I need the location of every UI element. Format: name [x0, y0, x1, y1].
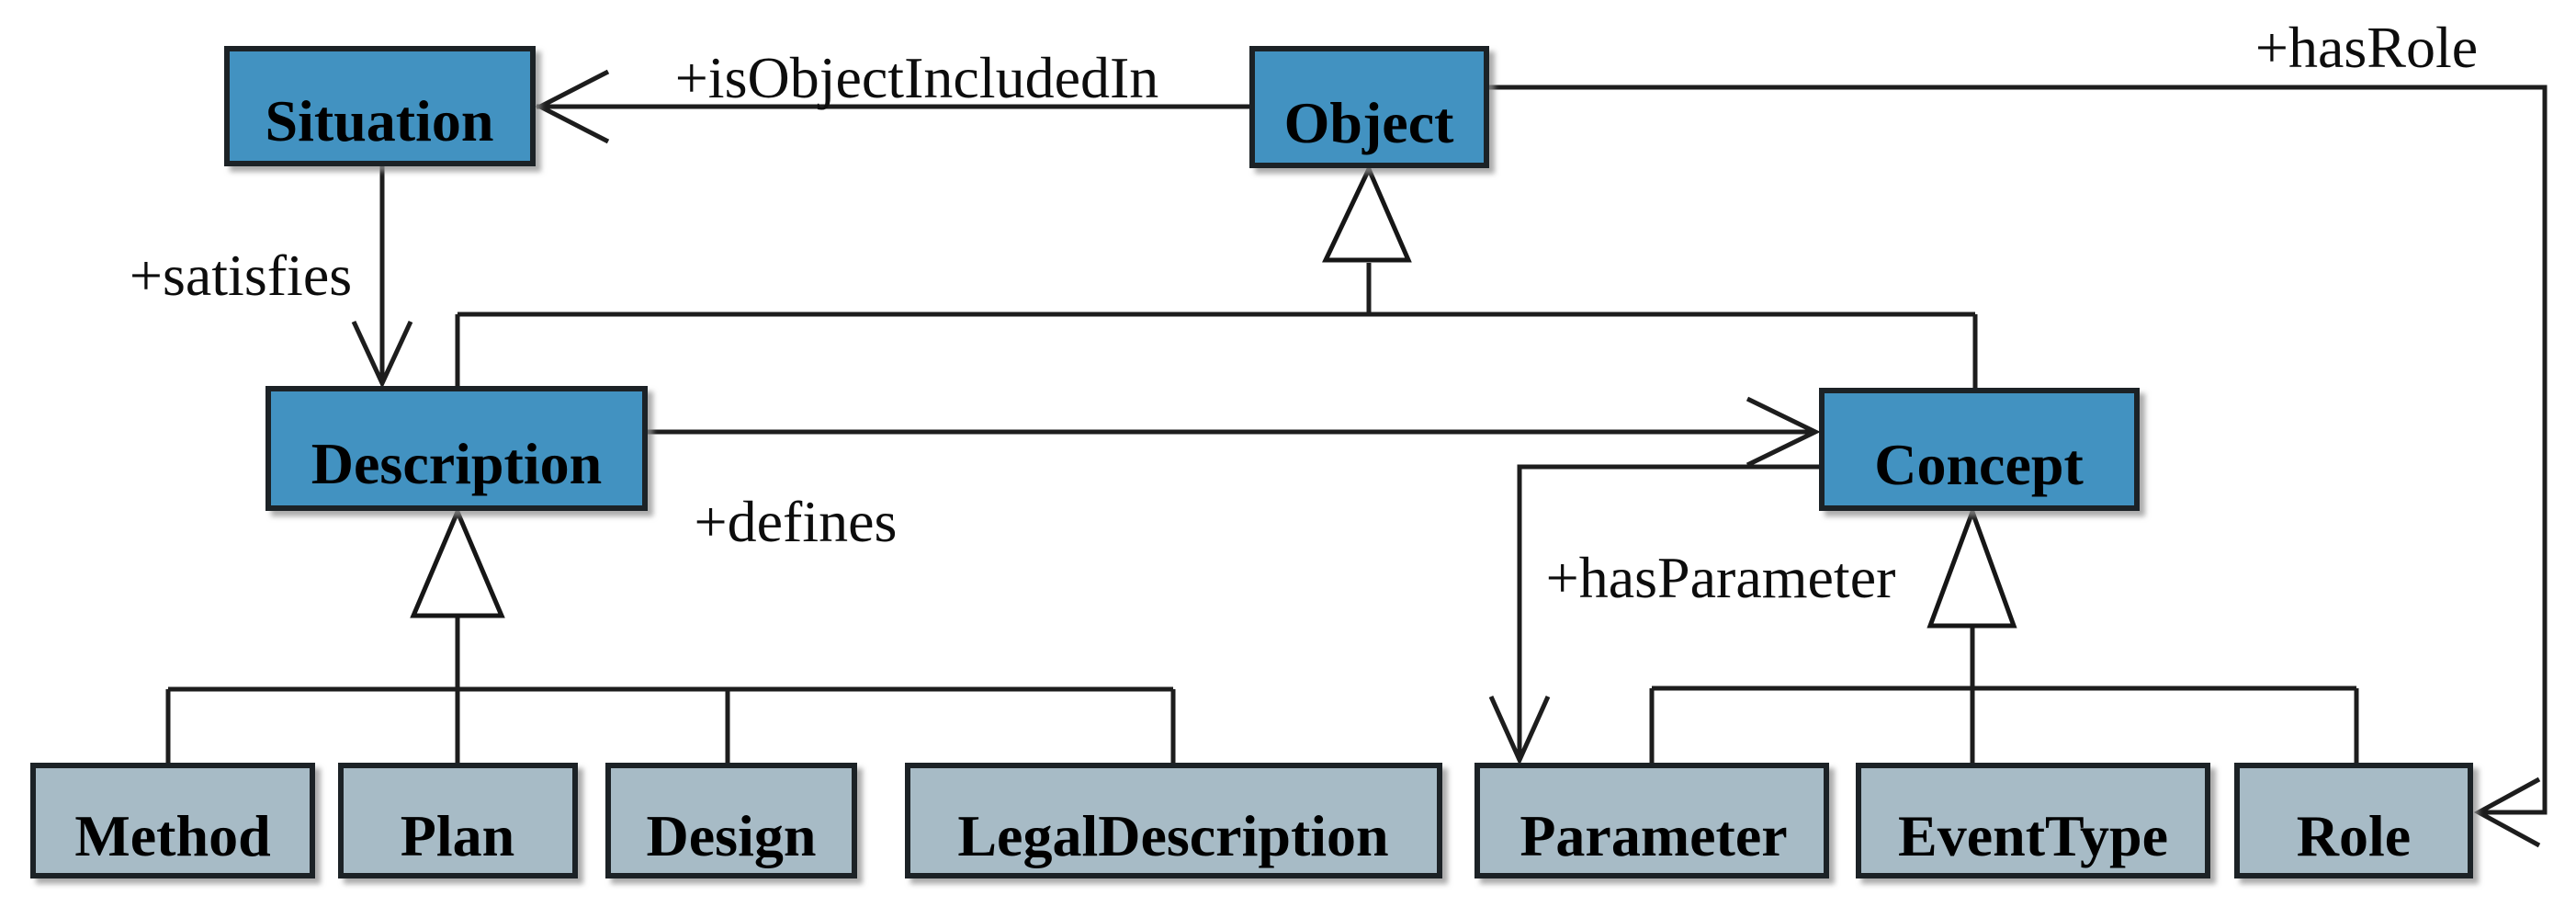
class-node-role: Role: [2234, 763, 2473, 878]
class-node-situation: Situation: [224, 46, 536, 166]
hasRole-line: [1486, 85, 2548, 815]
edge-defines: [647, 396, 1821, 468]
hasParameter-line: [1517, 464, 1820, 757]
method-box: [30, 763, 315, 878]
label-hasParameter: +hasParameter: [1546, 545, 1896, 610]
legaldescription-box: [905, 763, 1442, 878]
label-hasRole: +hasRole: [2255, 15, 2478, 80]
label-isObjectIncludedIn: +isObjectIncludedIn: [675, 45, 1159, 110]
arrowhead-into-concept-icon: [1746, 396, 1821, 468]
situation-box: [224, 46, 536, 166]
eventtype-label: EventType: [1898, 803, 2168, 868]
class-node-design: Design: [605, 763, 857, 878]
object-generalization-triangle-icon: [1322, 163, 1412, 263]
object-label: Object: [1284, 90, 1455, 155]
description-box: [266, 386, 648, 511]
generalization-description: [165, 505, 1176, 764]
class-node-concept: Concept: [1819, 388, 2140, 511]
plan-label: Plan: [401, 803, 514, 868]
generalization-object: [455, 163, 1978, 389]
parameter-box: [1474, 763, 1829, 878]
class-node-parameter: Parameter: [1474, 763, 1829, 878]
design-label: Design: [647, 803, 817, 868]
class-node-plan: Plan: [338, 763, 578, 878]
label-defines: +defines: [695, 489, 898, 554]
class-node-method: Method: [30, 763, 315, 878]
role-box: [2234, 763, 2473, 878]
concept-box: [1819, 388, 2140, 511]
label-satisfies: +satisfies: [130, 243, 352, 308]
situation-label: Situation: [266, 88, 494, 153]
plan-box: [338, 763, 578, 878]
edge-isObjectIncludedIn: [535, 69, 1252, 144]
legaldescription-label: LegalDescription: [957, 803, 1388, 868]
object-box: [1249, 46, 1489, 168]
edge-hasParameter: [1488, 464, 1820, 766]
concept-generalization-triangle-icon: [1926, 504, 2017, 629]
edge-hasRole: [1486, 85, 2548, 848]
arrowhead-into-parameter-icon: [1488, 695, 1551, 766]
role-label: Role: [2297, 803, 2411, 868]
description-generalization-triangle-icon: [410, 505, 505, 618]
design-box: [605, 763, 857, 878]
class-node-object: Object: [1249, 46, 1489, 168]
concept-label: Concept: [1874, 432, 2084, 497]
arrowhead-into-description-icon: [351, 320, 413, 389]
edge-satisfies: [351, 165, 413, 389]
class-node-eventtype: EventType: [1856, 763, 2210, 878]
description-label: Description: [311, 431, 602, 496]
method-label: Method: [74, 803, 270, 868]
eventtype-box: [1856, 763, 2210, 878]
class-node-legaldescription: LegalDescription: [905, 763, 1442, 878]
generalization-concept: [1649, 504, 2359, 764]
parameter-label: Parameter: [1520, 803, 1787, 868]
class-node-description: Description: [266, 386, 648, 511]
arrowhead-into-role-icon: [2473, 776, 2541, 848]
arrowhead-into-situation-icon: [535, 69, 610, 144]
